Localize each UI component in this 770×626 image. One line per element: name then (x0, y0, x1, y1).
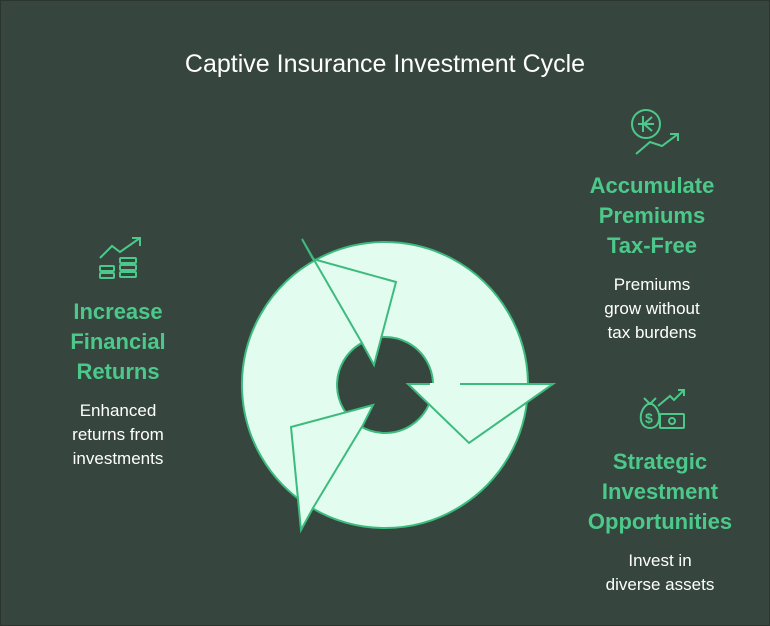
item-strategic-investment: Strategic Investment Opportunities Inves… (560, 447, 760, 597)
cycle-arrow-top (301, 238, 398, 368)
heading-line: Investment (601, 479, 719, 504)
item-heading: Accumulate Premiums Tax-Free (552, 171, 752, 261)
moneybag-growth-icon: $ (639, 389, 685, 430)
heading-line: Tax-Free (606, 233, 698, 258)
heading-line: Premiums (598, 203, 706, 228)
description-line: returns from (72, 425, 164, 444)
cycle-arrow-right (405, 383, 557, 445)
description-line: grow without (604, 299, 700, 318)
ring-patch (430, 383, 460, 385)
heading-line: Financial (70, 329, 166, 354)
description-line: Invest in (628, 551, 692, 570)
heading-line: Accumulate (589, 173, 715, 198)
description-line: diverse assets (605, 575, 715, 594)
item-heading: Strategic Investment Opportunities (560, 447, 760, 537)
item-description: Enhanced returns from investments (18, 399, 218, 471)
item-increase-returns: Increase Financial Returns Enhanced retu… (18, 297, 218, 471)
description-line: tax burdens (607, 323, 697, 342)
heading-line: Increase (73, 299, 163, 324)
heading-line: Opportunities (587, 509, 733, 534)
heading-line: Strategic (612, 449, 708, 474)
page-title: Captive Insurance Investment Cycle (184, 50, 586, 78)
heading-line: Returns (76, 359, 160, 384)
description-line: Premiums (613, 275, 691, 294)
description-line: Enhanced (79, 401, 157, 420)
item-heading: Increase Financial Returns (18, 297, 218, 387)
svg-text:$: $ (645, 410, 653, 426)
coin-trend-icon (631, 109, 679, 155)
cycle-arrow-left (289, 403, 375, 534)
item-description: Premiums grow without tax burdens (552, 273, 752, 345)
description-line: investments (72, 449, 164, 468)
item-accumulate-premiums: Accumulate Premiums Tax-Free Premiums gr… (552, 171, 752, 345)
item-description: Invest in diverse assets (560, 549, 760, 597)
money-growth-icon (99, 237, 141, 279)
